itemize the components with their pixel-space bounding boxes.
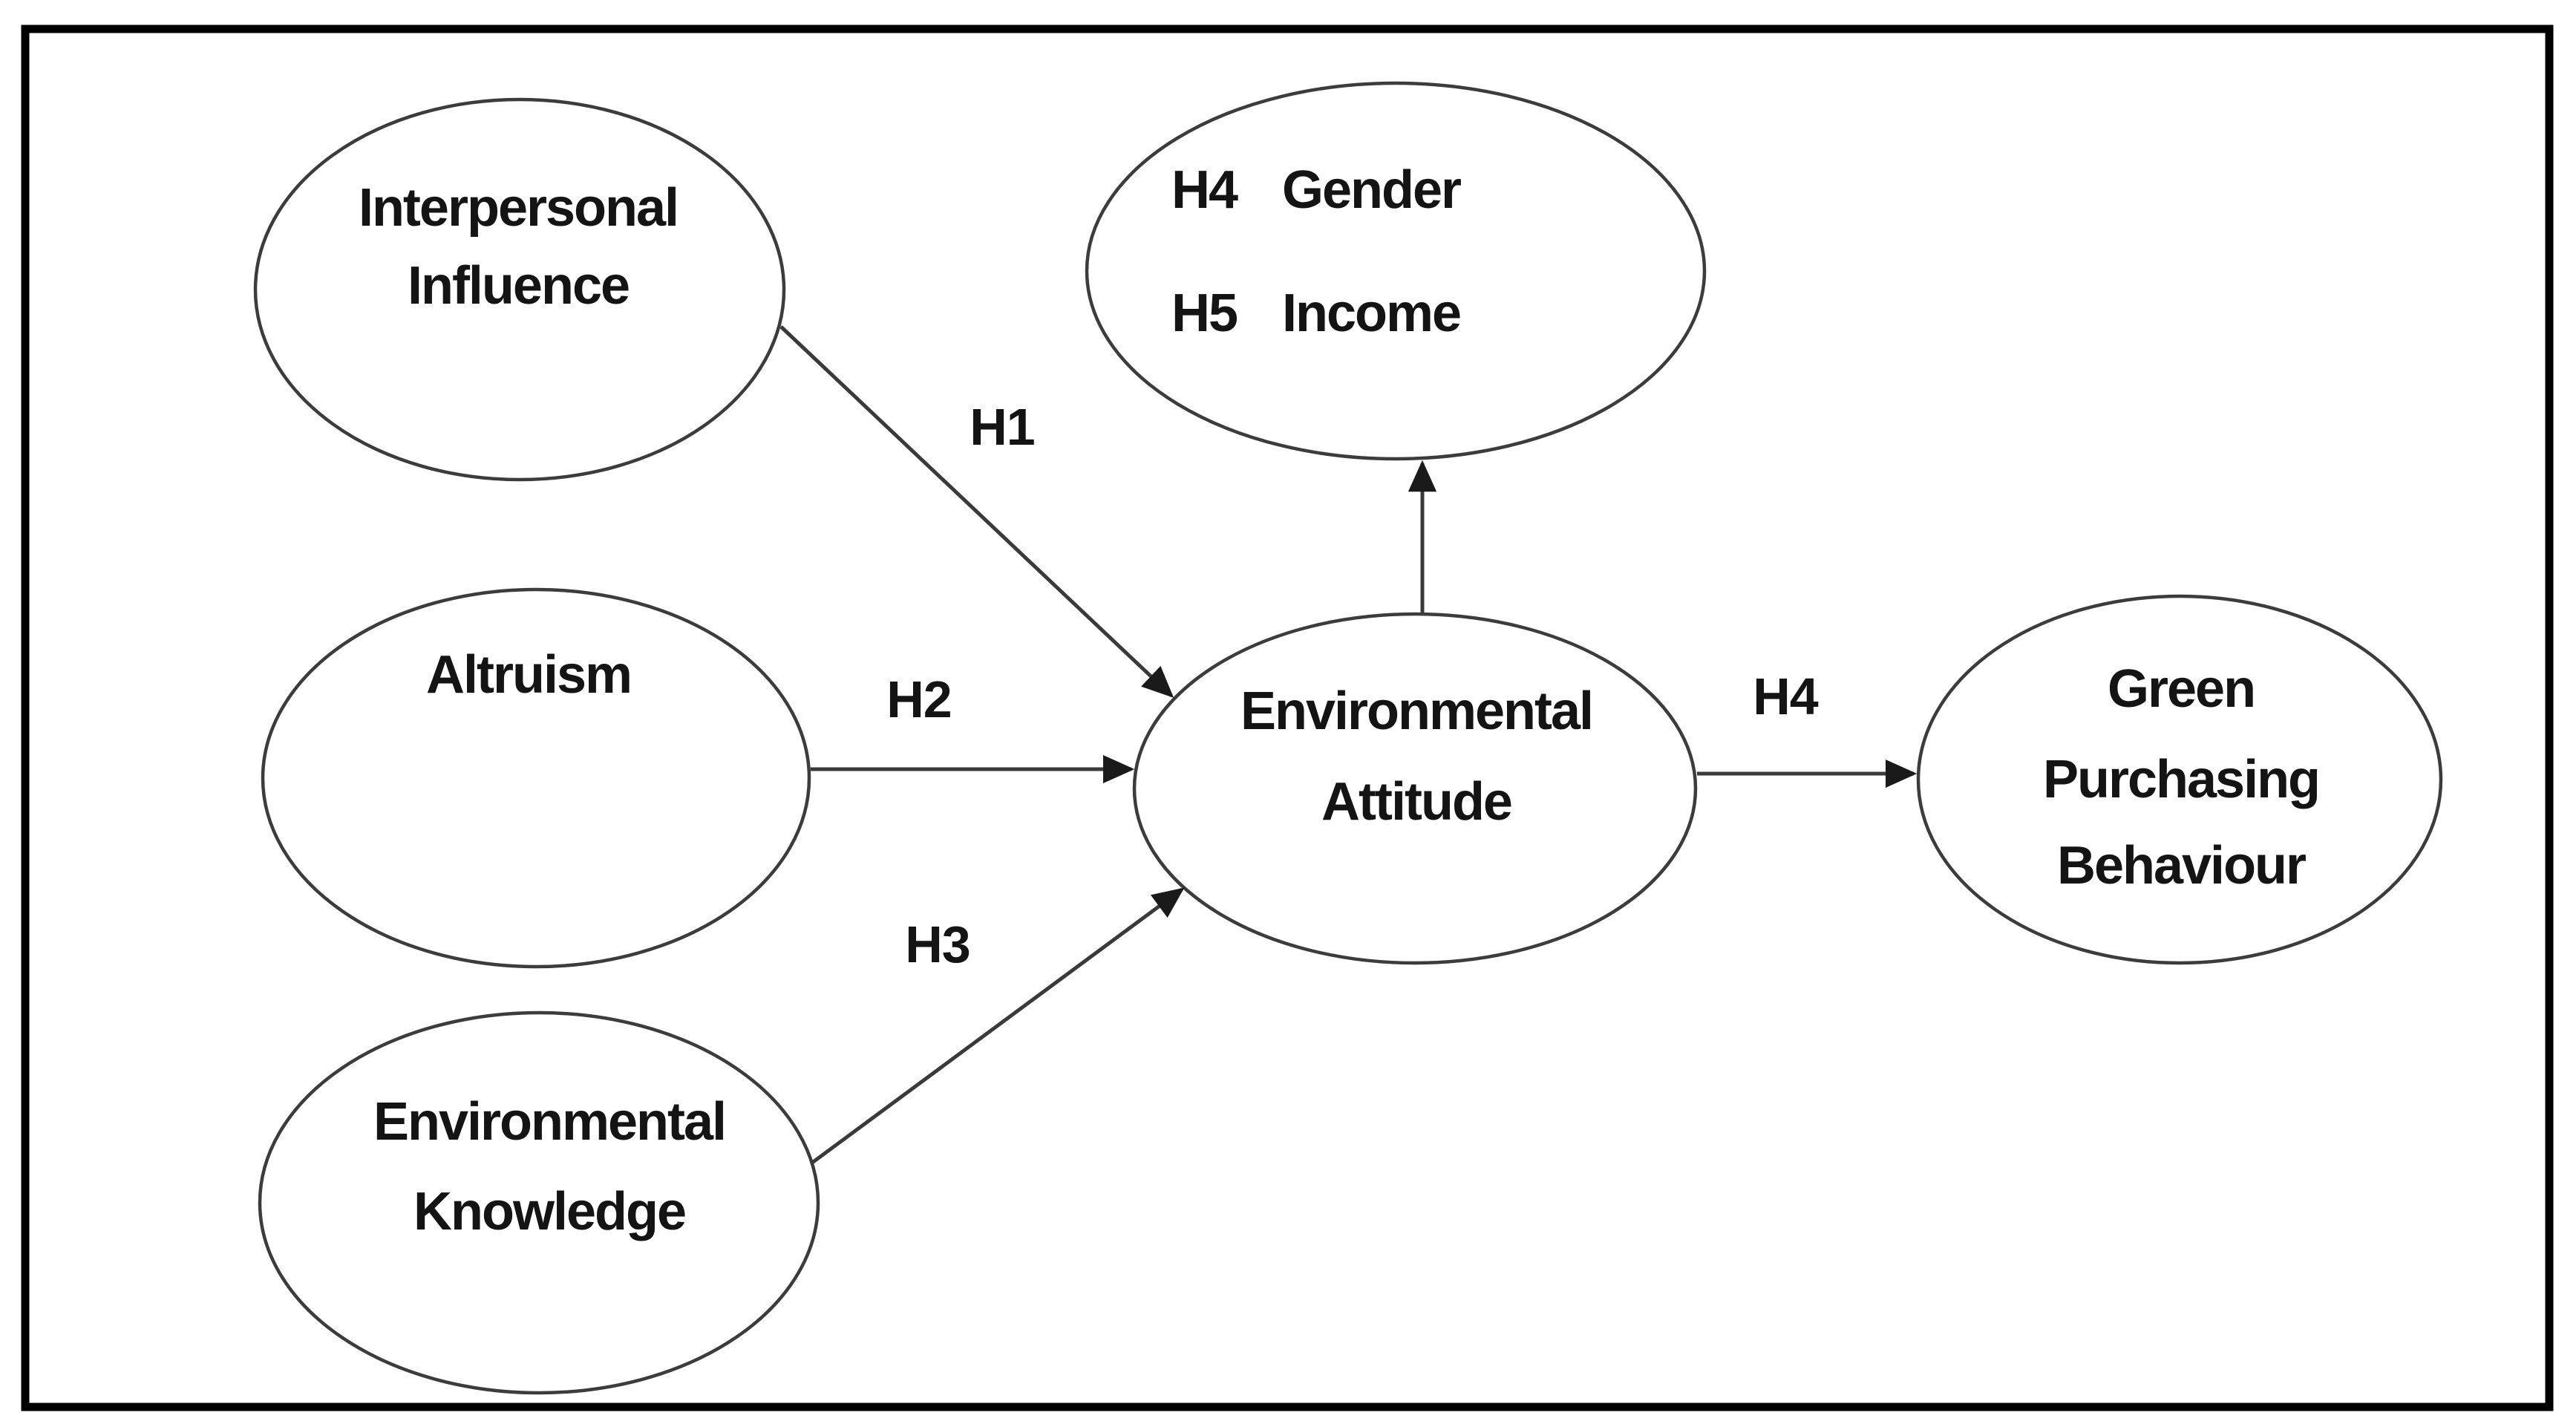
label-h4: H4	[1753, 667, 1819, 725]
label-h1: H1	[970, 398, 1034, 456]
label-h2: H2	[886, 670, 951, 728]
altruism-label: Altruism	[426, 645, 631, 705]
arrow-h1-interpersonal-to-attitude	[779, 325, 1174, 698]
arrow-h3-knowledge-to-attitude	[811, 887, 1185, 1165]
environmental-attitude-label-line2: Attitude	[1321, 772, 1511, 832]
ellipse-moderators-gender-income	[1085, 81, 1707, 461]
ellipse-green-purchasing-behaviour	[1916, 594, 2443, 965]
label-h3: H3	[905, 915, 970, 973]
figure-border	[21, 25, 2554, 1411]
green-purchasing-label-line2: Purchasing	[2043, 750, 2319, 809]
green-purchasing-label-line3: Behaviour	[2057, 836, 2306, 895]
ellipse-interpersonal-influence	[253, 97, 786, 482]
moderator-row2-label: Income	[1282, 284, 1460, 343]
ellipse-altruism	[261, 587, 811, 969]
interpersonal-influence-label-line1: Interpersonal	[359, 178, 678, 238]
interpersonal-influence-label-line2: Influence	[408, 256, 629, 316]
environmental-knowledge-label-line2: Knowledge	[413, 1182, 685, 1241]
environmental-knowledge-label-line1: Environmental	[373, 1092, 725, 1152]
ellipse-environmental-attitude	[1132, 612, 1698, 965]
moderator-row1-label: Gender	[1282, 160, 1461, 220]
moderator-row1-tag: H4	[1171, 160, 1238, 220]
moderator-row2-tag: H5	[1171, 284, 1238, 343]
green-purchasing-label-line1: Green	[2108, 659, 2255, 719]
environmental-attitude-label-line1: Environmental	[1240, 682, 1592, 741]
ellipse-environmental-knowledge	[258, 1010, 820, 1395]
